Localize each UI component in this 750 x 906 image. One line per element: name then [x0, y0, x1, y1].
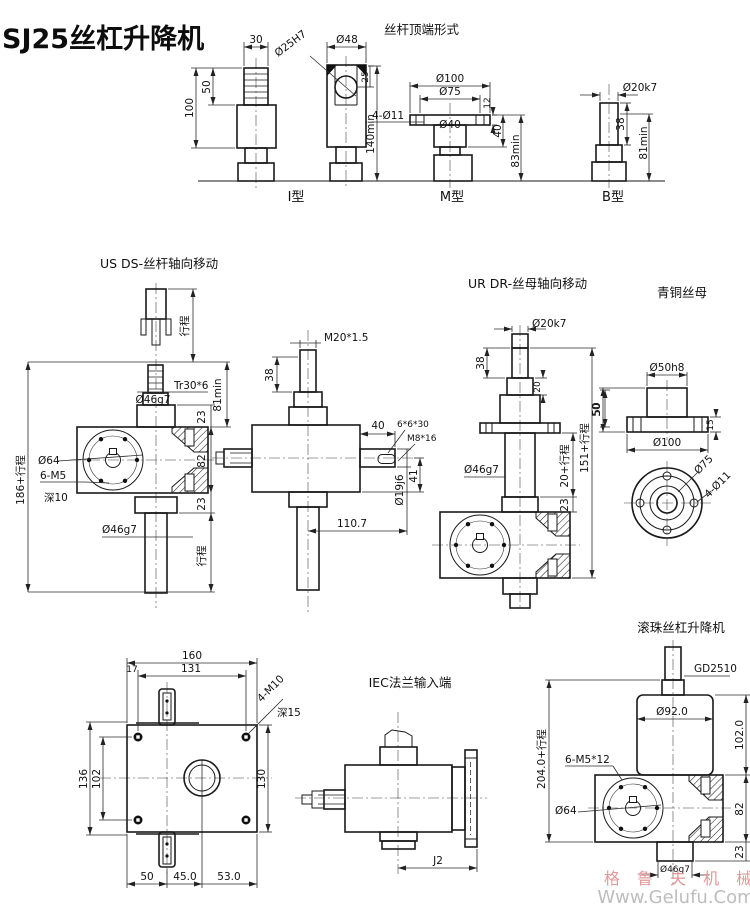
- watermark-brand: 格 鲁 夫 机 械: [604, 869, 750, 888]
- dim-dia46g7-ball: Ø46g7: [660, 864, 690, 875]
- label-type-m: M型: [440, 190, 464, 205]
- dim-102-0: 102.0: [734, 720, 746, 750]
- view-type-i: Ø48 Ø25H7 25 140min I型: [273, 28, 381, 205]
- dim-4xdia11-nut: 4-Ø11: [702, 469, 733, 500]
- dim-m20: M20*1.5: [324, 332, 368, 344]
- dim-50-nut: 50: [591, 403, 603, 416]
- section-screw-end-forms: 丝杆顶端形式 30 50 100 Ø48 Ø25H: [184, 22, 665, 205]
- view-base-plan: 160 131 17 4-M10 深15 136 102 130 50 45.0…: [78, 650, 301, 888]
- view-us-ds: US DS-丝杆轴向移动 行程 186+行程 Tr30*6 81min Ø46g…: [14, 256, 231, 608]
- dim-186-stroke: 186+行程: [14, 455, 27, 505]
- dim-23-ur: 23: [559, 498, 571, 511]
- dim-81min-usds: 81min: [212, 378, 224, 411]
- dim-204-stroke: 204.0+行程: [535, 729, 548, 789]
- dim-23-ball: 23: [734, 845, 746, 858]
- view-center-gearbox: M20*1.5 38 40 6*6*30 M8*16 Ø19j6 41 110.…: [212, 330, 437, 612]
- dim-160: 160: [182, 650, 202, 662]
- dim-4xdia11: 4-Ø11: [372, 110, 404, 122]
- dim-40: 40: [492, 124, 504, 137]
- dim-81min: 81min: [638, 126, 650, 159]
- dim-depth10: 深10: [44, 492, 68, 504]
- dim-50: 50: [201, 80, 213, 93]
- dim-dia75-nut: Ø75: [692, 453, 716, 477]
- dim-dia46g7-ur: Ø46g7: [464, 464, 499, 476]
- dim-131: 131: [181, 663, 201, 675]
- dim-83min: 83min: [510, 134, 522, 167]
- dim-151-stroke: 151+行程: [578, 423, 591, 473]
- dim-j2: J2: [432, 855, 443, 867]
- dim-41: 41: [408, 469, 420, 482]
- dim-53-0: 53.0: [217, 871, 240, 883]
- dim-gd2510: GD2510: [694, 663, 737, 675]
- dim-20-ur: 20: [533, 381, 543, 393]
- dim-23-top: 23: [196, 410, 208, 423]
- view-type-b: Ø20k7 38 81min B型: [580, 82, 657, 205]
- page-title: SJ25丝杠升降机: [2, 24, 204, 55]
- dim-12: 12: [483, 97, 493, 108]
- label-type-b: B型: [602, 190, 624, 205]
- dim-110-7: 110.7: [337, 518, 367, 530]
- bronze-nut-title: 青铜丝母: [657, 285, 707, 300]
- watermark-site: Www.Gelufu.Com: [597, 887, 750, 906]
- dim-140min: 140min: [365, 114, 377, 154]
- us-ds-title: US DS-丝杆轴向移动: [100, 256, 218, 271]
- section-title: 丝杆顶端形式: [384, 22, 460, 37]
- dim-dia50h8: Ø50h8: [650, 362, 685, 374]
- dim-82-ball: 82: [734, 802, 746, 815]
- watermark: 格 鲁 夫 机 械 Www.Gelufu.Com: [597, 869, 750, 906]
- dim-stroke-top: 行程: [178, 315, 191, 336]
- label-type-i: I型: [288, 190, 305, 205]
- dim-dia40: Ø40: [439, 119, 461, 131]
- dim-100: 100: [184, 98, 196, 118]
- dim-dia46g7-bot: Ø46g7: [102, 524, 137, 536]
- view-ur-dr: UR DR-丝母轴向移动 Ø20k7 38 20 50 151+行程 20+行程…: [432, 276, 610, 610]
- dim-45-0: 45.0: [173, 871, 196, 883]
- dim-25: 25: [361, 71, 371, 82]
- dim-17: 17: [126, 665, 137, 675]
- dim-38-center: 38: [264, 368, 276, 381]
- view-iec-flange: IEC法兰输入端 J2: [295, 675, 487, 874]
- dim-tr30x6: Tr30*6: [173, 380, 209, 392]
- dim-dia92: Ø92.0: [656, 706, 688, 718]
- dim-102: 102: [91, 769, 103, 789]
- corner-bolts: [133, 732, 251, 825]
- dim-40-shaft: 40: [371, 420, 384, 432]
- view-plain-screw-end: 30 50 100: [184, 34, 277, 188]
- dim-depth15: 深15: [277, 707, 301, 719]
- dim-dia100-nut: Ø100: [653, 437, 681, 449]
- dim-hole-dia25h7: Ø25H7: [273, 28, 309, 59]
- dim-130: 130: [256, 769, 268, 789]
- view-type-m: Ø100 Ø75 12 4-Ø11 Ø40 40 83min M型: [372, 73, 525, 205]
- dim-6-m5: 6-M5: [40, 470, 66, 482]
- dim-6-m5x12: 6-M5*12: [565, 754, 610, 766]
- ur-dr-title: UR DR-丝母轴向移动: [468, 276, 587, 291]
- dim-23-bot: 23: [196, 497, 208, 510]
- ball-title: 滚珠丝杠升降机: [637, 620, 725, 635]
- dim-50-base: 50: [140, 871, 153, 883]
- dim-stroke-bot: 行程: [195, 545, 208, 566]
- view-ball-screw-jack: 滚珠丝杠升降机 GD2510 Ø92.0 Ø46g7 102.0 82 23 2…: [535, 620, 750, 885]
- dim-dia64-usds: Ø64: [38, 455, 60, 467]
- dim-dia64-ball: Ø64: [555, 805, 577, 817]
- dim-136: 136: [78, 769, 90, 789]
- view-bronze-nut: 青铜丝母 Ø50h8 50 15 Ø100 Ø75 4-Ø11: [591, 285, 733, 546]
- dim-82: 82: [196, 454, 208, 467]
- dim-dia20k7-ur: Ø20k7: [532, 318, 566, 330]
- dim-20-stroke: 20+行程: [558, 444, 571, 488]
- dim-dia100: Ø100: [436, 73, 464, 85]
- dim-dia48: Ø48: [336, 34, 358, 46]
- dim-dia20k7: Ø20k7: [623, 82, 657, 94]
- dim-dia46g7-top: Ø46g7: [136, 394, 171, 406]
- dim-30: 30: [249, 34, 262, 46]
- dim-m8x16: M8*16: [407, 434, 437, 444]
- dim-key-6630: 6*6*30: [397, 420, 429, 430]
- iec-title: IEC法兰输入端: [369, 675, 452, 690]
- dim-38-ur: 38: [475, 356, 487, 369]
- dim-dia75: Ø75: [439, 86, 461, 98]
- dim-dia19j6: Ø19j6: [394, 474, 406, 506]
- dim-15-nut: 15: [706, 419, 716, 430]
- dim-38: 38: [615, 117, 627, 130]
